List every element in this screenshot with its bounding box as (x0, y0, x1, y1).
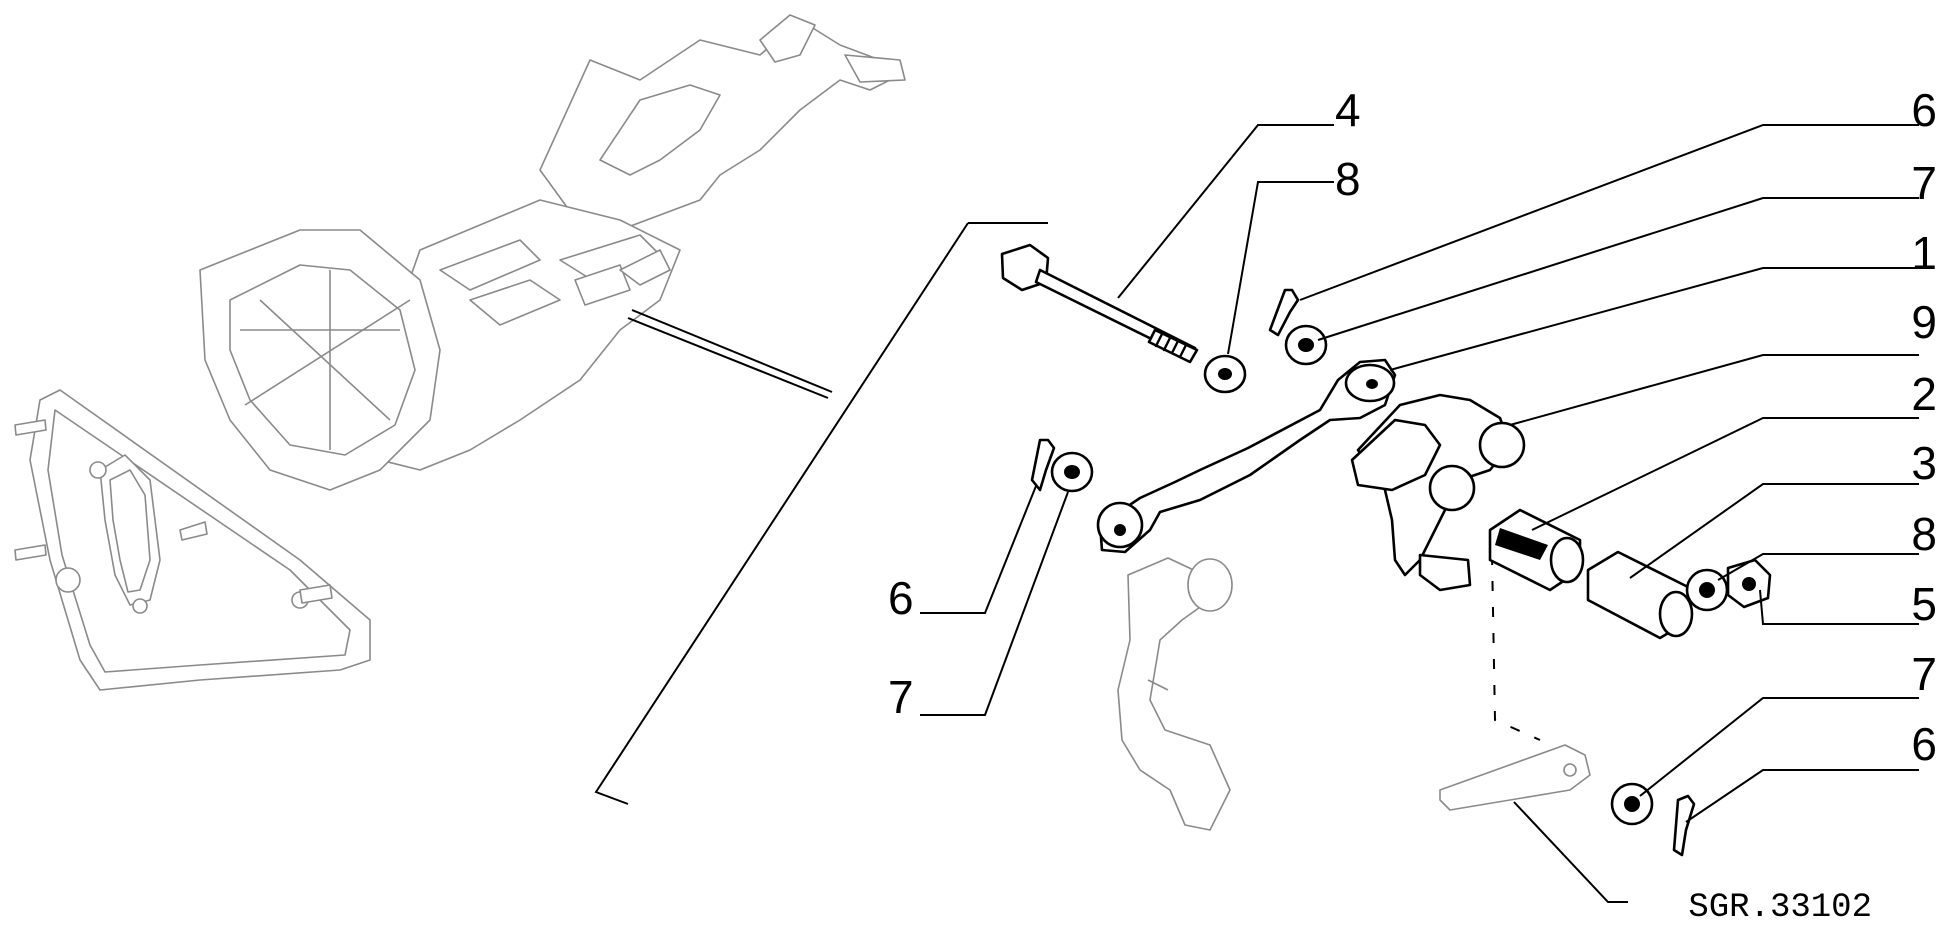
washer-8 (1203, 354, 1247, 394)
callout-7: 7 (1911, 157, 1937, 209)
clip-7-top (1284, 324, 1328, 366)
gearbox-housing (14, 14, 906, 691)
callout-8-mid: 8 (1911, 508, 1937, 560)
callout-4: 4 (1335, 84, 1361, 136)
sleeve-3 (1586, 550, 1694, 640)
callout-7-low: 7 (1911, 648, 1937, 700)
assembly-bracket (594, 222, 1048, 805)
lever-9 (1350, 393, 1526, 592)
washer-8-mid (1685, 568, 1729, 612)
callout-1: 1 (1911, 227, 1937, 279)
callout-9: 9 (1911, 296, 1937, 348)
callout-3: 3 (1911, 437, 1937, 489)
callout-6-low: 6 (1911, 718, 1937, 770)
clutch-pedal (1117, 557, 1233, 831)
split-pin-6-low (1672, 794, 1696, 857)
callout-6-left: 6 (888, 572, 914, 624)
callout-7-left: 7 (888, 671, 914, 723)
bolt-4 (1000, 243, 1199, 364)
callout-5: 5 (1911, 578, 1937, 630)
leader-lines (920, 124, 1919, 903)
split-pin-6-top (1268, 288, 1300, 337)
callout-labels: 4 8 6 7 1 9 2 3 8 5 7 6 6 7 SGR.33102 (888, 84, 1937, 927)
reference-code: SGR.33102 (1688, 889, 1872, 927)
nut-5 (1726, 558, 1772, 609)
link-rod-1 (1096, 358, 1397, 554)
callout-2: 2 (1911, 368, 1937, 420)
split-pin-6-left (1030, 438, 1056, 492)
bushing-2 (1488, 508, 1585, 592)
clip-7-left (1050, 451, 1094, 493)
callout-8: 8 (1335, 153, 1361, 205)
callout-6: 6 (1911, 84, 1937, 136)
pushrod (1439, 554, 1591, 811)
